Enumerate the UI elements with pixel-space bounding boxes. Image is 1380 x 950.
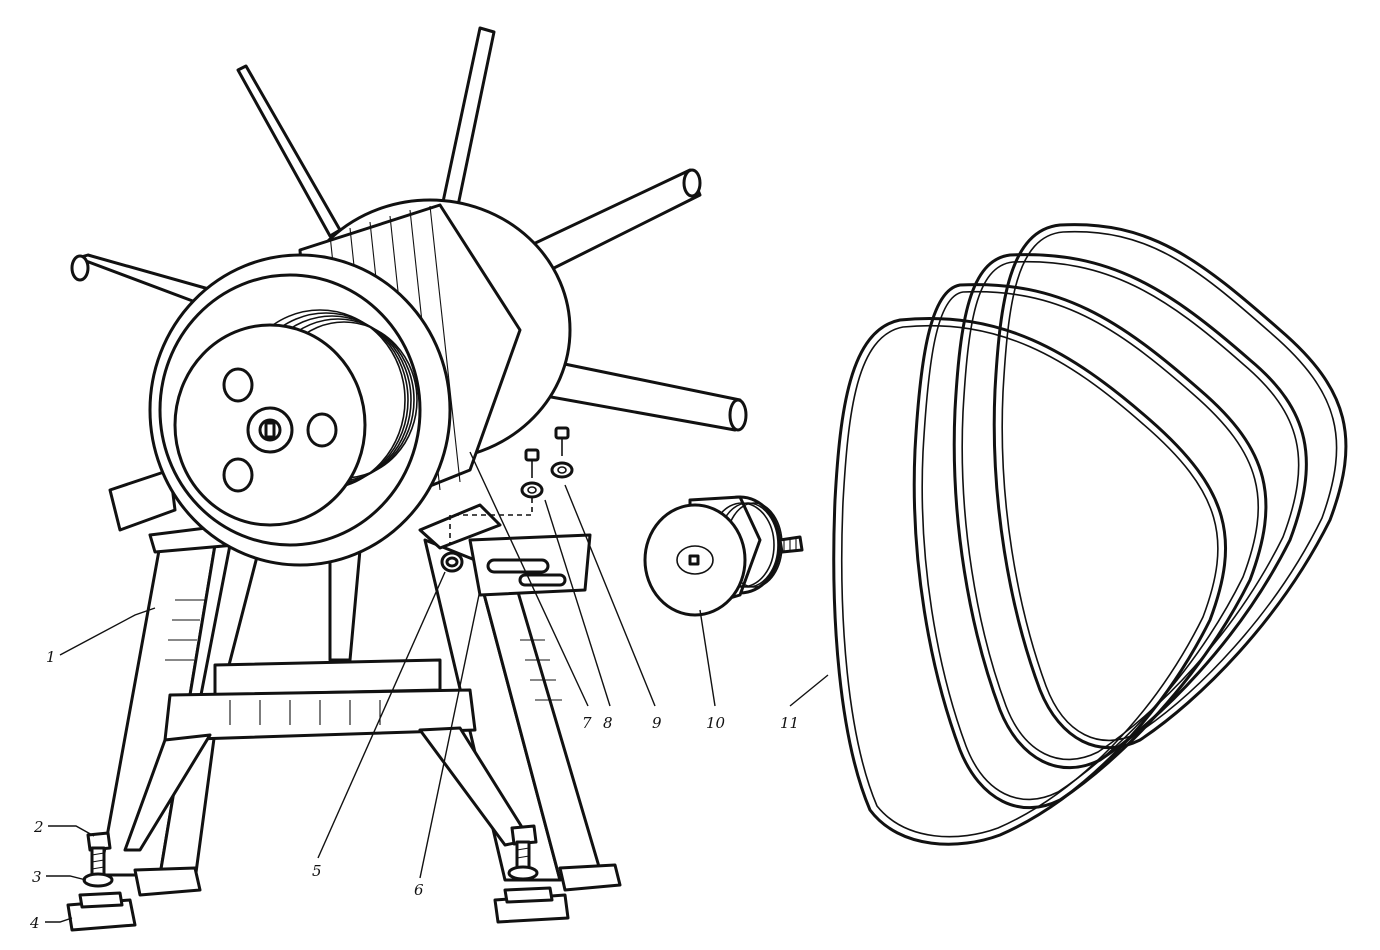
callout-7: 7 xyxy=(582,714,592,732)
motor-pulley xyxy=(643,495,804,617)
stand-frame xyxy=(98,503,622,897)
callout-8: 8 xyxy=(603,714,613,732)
bolt-9 xyxy=(550,426,574,479)
callout-11: 11 xyxy=(780,714,799,732)
lock-washer-left xyxy=(82,872,114,888)
callout-6: 6 xyxy=(414,881,424,899)
callout-4: 4 xyxy=(29,914,40,932)
levelling-bolt-right xyxy=(507,824,539,881)
leader-lines xyxy=(45,451,829,923)
callout-5: 5 xyxy=(312,862,322,880)
foot-pad-right xyxy=(493,886,570,924)
callout-1: 1 xyxy=(46,648,56,666)
callout-numbers: 1 2 3 4 5 6 7 8 9 10 11 xyxy=(29,648,799,932)
foot-pad-left xyxy=(66,891,137,932)
callout-3: 3 xyxy=(32,868,42,886)
bolt-8 xyxy=(520,448,544,499)
callout-10: 10 xyxy=(706,714,726,732)
v-belt-set xyxy=(832,223,1348,846)
levelling-bolt-left xyxy=(86,831,112,880)
axle-clamp xyxy=(440,551,464,573)
callout-9: 9 xyxy=(652,714,662,732)
reel-drum xyxy=(70,26,748,567)
callout-2: 2 xyxy=(33,818,44,836)
dashed-guide-lines xyxy=(449,498,533,545)
